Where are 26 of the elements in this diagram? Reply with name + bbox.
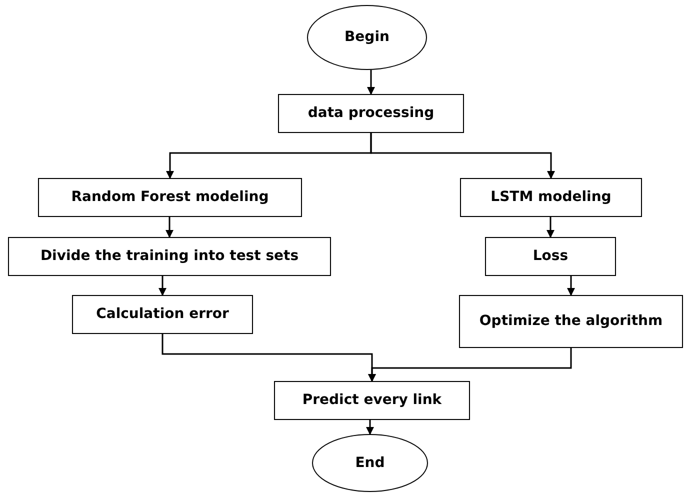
node-label: Begin — [344, 29, 390, 46]
arrow — [567, 276, 575, 296]
process-box — [8, 237, 331, 276]
node-label: LSTM modeling — [490, 189, 612, 206]
process-box — [460, 178, 642, 217]
arrow — [367, 70, 375, 95]
node-label: Optimize the algorithm — [478, 313, 664, 330]
process-box — [459, 295, 683, 348]
node-label: Loss — [532, 248, 570, 265]
process-box — [274, 381, 470, 420]
node-label: Calculation error — [95, 306, 230, 323]
arrow — [166, 217, 174, 238]
process-box — [485, 237, 616, 276]
arrow — [370, 133, 555, 179]
arrow — [368, 348, 572, 382]
process-box — [38, 178, 302, 217]
node-label: Predict every link — [301, 392, 443, 409]
arrow — [366, 420, 374, 435]
arrow — [546, 217, 554, 238]
process-box — [72, 295, 253, 334]
node-label: End — [354, 454, 386, 472]
process-box — [278, 94, 464, 133]
node-label: data processing — [306, 105, 436, 122]
arrow — [158, 276, 166, 296]
node-label: Divide the training into test sets — [39, 248, 300, 265]
node-label: Random Forest modeling — [70, 189, 270, 206]
